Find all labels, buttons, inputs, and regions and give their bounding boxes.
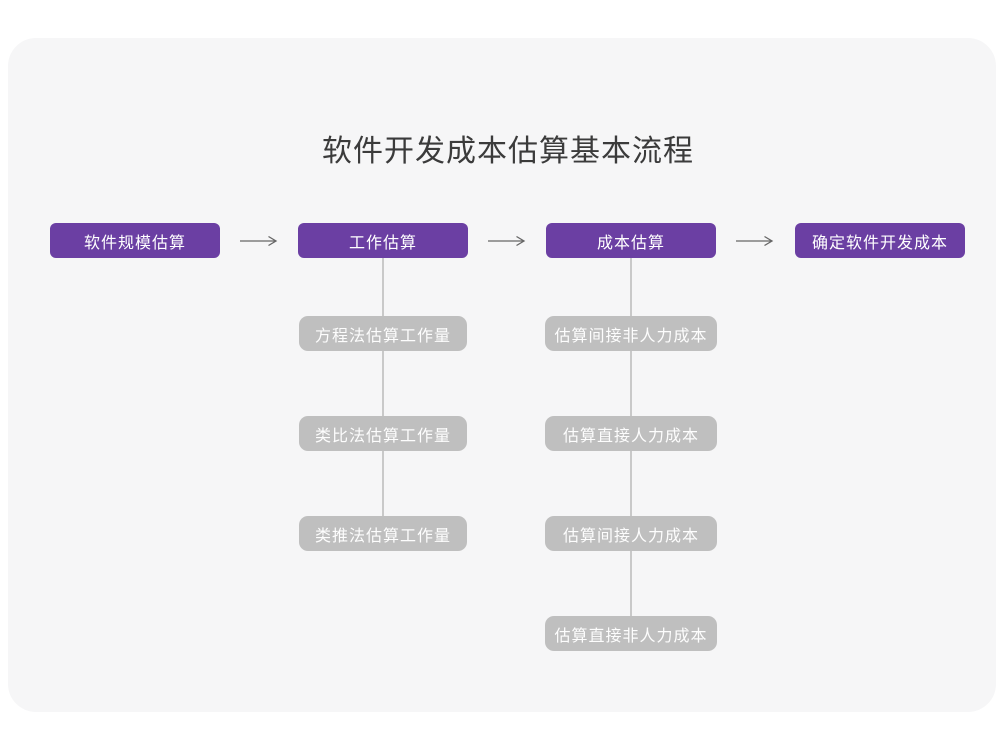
arrow-right-icon xyxy=(488,235,526,247)
diagram-title: 软件开发成本估算基本流程 xyxy=(322,135,694,168)
node-indirect-nonlabor-cost: 估算间接非人力成本 xyxy=(545,316,717,351)
node-label: 估算直接人力成本 xyxy=(562,427,699,445)
arrow-right-icon xyxy=(736,235,774,247)
node-software-scale-estimation: 软件规模估算 xyxy=(50,223,220,258)
node-equation-method-workload: 方程法估算工作量 xyxy=(299,316,467,351)
node-indirect-labor-cost: 估算间接人力成本 xyxy=(545,516,717,551)
node-label: 估算直接非人力成本 xyxy=(554,627,708,645)
node-label: 成本估算 xyxy=(596,234,665,252)
arrow-right-icon xyxy=(240,235,278,247)
node-determine-development-cost: 确定软件开发成本 xyxy=(795,223,965,258)
node-extrapolation-method-workload: 类推法估算工作量 xyxy=(299,516,467,551)
connector-work-estimation-branch xyxy=(382,258,384,530)
diagram-canvas: 软件开发成本估算基本流程 软件规模估算 工作估算 成本估算 确定软件开发成本 方… xyxy=(8,38,996,712)
node-label: 工作估算 xyxy=(348,234,417,252)
node-label: 类比法估算工作量 xyxy=(314,427,451,445)
node-label: 类推法估算工作量 xyxy=(314,527,451,545)
node-direct-nonlabor-cost: 估算直接非人力成本 xyxy=(545,616,717,651)
node-analogy-method-workload: 类比法估算工作量 xyxy=(299,416,467,451)
node-label: 估算间接人力成本 xyxy=(562,527,699,545)
node-direct-labor-cost: 估算直接人力成本 xyxy=(545,416,717,451)
node-cost-estimation: 成本估算 xyxy=(546,223,716,258)
node-work-estimation: 工作估算 xyxy=(298,223,468,258)
node-label: 确定软件开发成本 xyxy=(811,234,948,252)
node-label: 估算间接非人力成本 xyxy=(554,327,708,345)
node-label: 软件规模估算 xyxy=(83,234,186,252)
node-label: 方程法估算工作量 xyxy=(314,327,451,345)
